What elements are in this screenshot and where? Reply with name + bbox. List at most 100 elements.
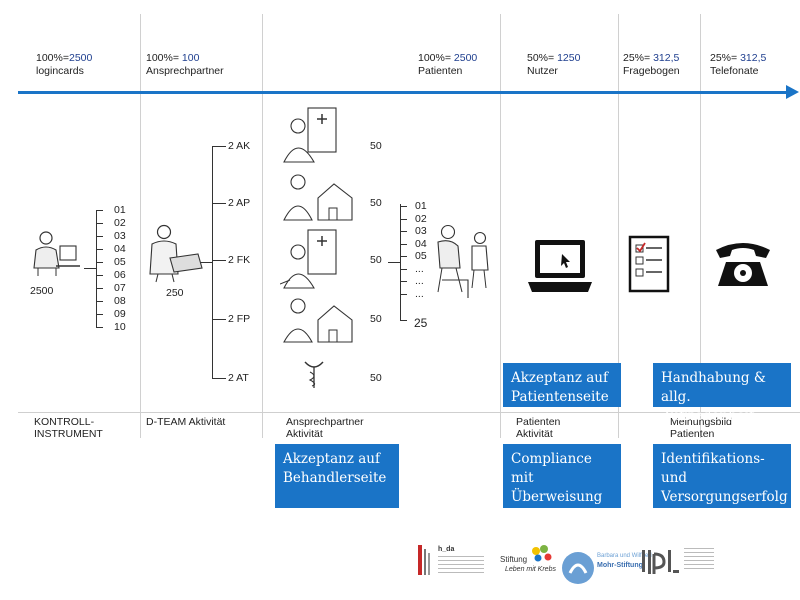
patient-tick bbox=[400, 206, 407, 207]
branch-count: 50 bbox=[370, 140, 382, 152]
timeline-arrowhead bbox=[786, 85, 799, 99]
branch-count: 50 bbox=[370, 197, 382, 209]
list-tick bbox=[96, 249, 103, 250]
header-patienten: 100%= 2500 Patienten bbox=[418, 52, 478, 77]
telephone-icon bbox=[716, 243, 770, 286]
hda-logo-text: h_da bbox=[438, 546, 455, 553]
branch-tick bbox=[212, 146, 226, 147]
list-number: 06 bbox=[114, 269, 126, 281]
header-logincards: 100%=2500 logincards bbox=[36, 52, 93, 77]
stiftung-logo-text-top: Stiftung bbox=[500, 555, 528, 564]
nurse-house-icon bbox=[283, 298, 353, 343]
stiftung-logo-text-bottom: Leben mit Krebs bbox=[505, 566, 556, 573]
patient-tick bbox=[400, 231, 407, 232]
list-number: 08 bbox=[114, 295, 126, 307]
column-divider bbox=[140, 14, 141, 438]
nurse-hospital-icon bbox=[280, 229, 337, 289]
branch-code: 2 FP bbox=[228, 313, 251, 325]
list-tick bbox=[96, 288, 103, 289]
list-number: 02 bbox=[114, 217, 126, 229]
header-fragebogen: 25%= 312,5 Fragebogen bbox=[623, 52, 680, 77]
timeline-arrow bbox=[18, 91, 788, 94]
hda-logo-icon bbox=[418, 545, 430, 575]
patient-number: 01 bbox=[415, 200, 427, 212]
list-brace-connector bbox=[84, 268, 96, 269]
column-divider bbox=[500, 14, 501, 438]
header-ansprechpartner: 100%= 100 Ansprechpartner bbox=[146, 52, 224, 77]
institute-logo-fineprint bbox=[684, 548, 714, 570]
branch-count: 50 bbox=[370, 313, 382, 325]
laptop-icon bbox=[528, 240, 592, 292]
branch-code: 2 AP bbox=[228, 197, 251, 209]
list-number: 10 bbox=[114, 321, 126, 333]
person-with-laptop-icon bbox=[149, 224, 203, 283]
patient-brace bbox=[400, 204, 401, 320]
column-divider bbox=[618, 14, 619, 438]
list-number: 03 bbox=[114, 230, 126, 242]
mohr-logo-text-bottom: Mohr-Stiftung bbox=[597, 562, 643, 569]
mohr-logo-text-top: Barbara und Wilfried bbox=[597, 553, 652, 559]
patient-tick bbox=[400, 218, 407, 220]
flower-logo-icon bbox=[532, 545, 552, 562]
doctor-hospital-icon bbox=[283, 107, 337, 163]
list-number: 09 bbox=[114, 308, 126, 320]
list-tick bbox=[96, 314, 103, 315]
branch-code: 2 FK bbox=[228, 254, 251, 266]
patient-number: 04 bbox=[415, 237, 427, 250]
patient-tick bbox=[400, 320, 407, 321]
patient-tick bbox=[400, 293, 407, 295]
branch-count: 50 bbox=[370, 254, 382, 266]
list-tick bbox=[96, 236, 103, 237]
hda-logo-fineprint bbox=[438, 556, 484, 574]
pharmacy-icon bbox=[304, 361, 324, 388]
patient-tick bbox=[400, 256, 407, 257]
branch-tick bbox=[212, 378, 226, 379]
list-tick bbox=[96, 262, 103, 263]
team-count: 250 bbox=[166, 287, 184, 299]
patient-number: ... bbox=[415, 275, 424, 287]
branch-code: 2 AK bbox=[228, 140, 251, 152]
patient-number: ... bbox=[415, 287, 424, 300]
mohr-stiftung-logo-icon bbox=[562, 552, 594, 584]
patient-number: ... bbox=[415, 262, 424, 275]
institute-logo-icon bbox=[642, 550, 679, 574]
list-tick bbox=[96, 210, 103, 211]
column-divider bbox=[262, 14, 263, 438]
footer-kontrollinstrument: KONTROLL-INSTRUMENT bbox=[34, 416, 103, 440]
patient-number: 05 bbox=[415, 250, 427, 262]
branch-tick bbox=[212, 203, 226, 204]
footer-meinungsbild: MeinungsbildPatienten bbox=[670, 416, 732, 440]
patient-tick bbox=[400, 268, 407, 270]
patient-tick bbox=[400, 243, 407, 245]
list-number: 01 bbox=[114, 204, 126, 216]
header-nutzer: 50%= 1250 Nutzer bbox=[527, 52, 581, 77]
patient-number: 03 bbox=[415, 225, 427, 237]
branch-tick bbox=[212, 319, 226, 320]
list-tick bbox=[96, 301, 103, 302]
branch-tick bbox=[212, 260, 226, 261]
questionnaire-icon bbox=[628, 235, 670, 293]
footer-dteam: D-TEAM Aktivität bbox=[146, 416, 226, 428]
doctor-house-icon bbox=[283, 174, 353, 221]
logincards-count: 2500 bbox=[30, 285, 54, 297]
header-telefonate: 25%= 312,5 Telefonate bbox=[710, 52, 767, 77]
patient-tick bbox=[400, 281, 407, 282]
branch-code: 2 AT bbox=[228, 372, 249, 384]
branch-connector bbox=[200, 262, 212, 263]
patient-last-number: 25 bbox=[414, 316, 428, 330]
person-at-computer-icon bbox=[33, 231, 80, 276]
list-tick bbox=[96, 327, 103, 328]
branch-count: 50 bbox=[370, 372, 382, 384]
list-number: 04 bbox=[114, 243, 126, 255]
consultation-icon bbox=[437, 224, 489, 298]
footer-divider bbox=[18, 412, 800, 413]
list-number: 07 bbox=[114, 282, 126, 294]
list-number: 05 bbox=[114, 256, 126, 268]
list-tick bbox=[96, 223, 103, 224]
